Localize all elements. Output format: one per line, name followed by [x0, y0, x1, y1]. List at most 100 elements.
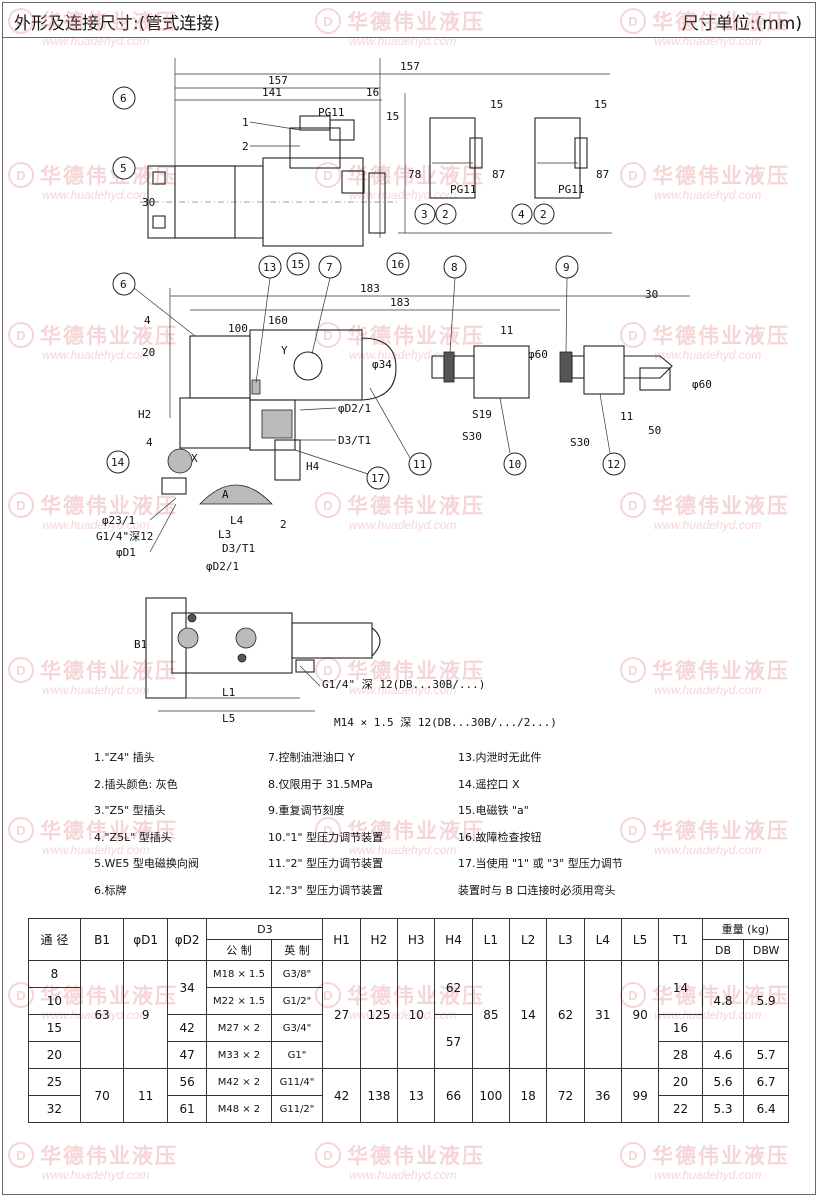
cell-d2: 61 — [166, 1095, 208, 1123]
cell-d3-metric: M33 × 2 — [206, 1041, 272, 1069]
cell-tongjing: 10 — [28, 987, 81, 1015]
port-y: Y — [281, 344, 288, 357]
cell-tongjing: 32 — [28, 1095, 81, 1123]
cell-h3: 13 — [397, 1068, 436, 1123]
cell-tongjing: 20 — [28, 1041, 81, 1069]
note-item: 9.重复调节刻度 — [268, 804, 345, 817]
cell-d3-metric: M42 × 2 — [206, 1068, 272, 1096]
bubble-16: 16 — [391, 258, 404, 271]
cell-l3: 62 — [546, 960, 585, 1069]
dim-l5: L5 — [222, 712, 235, 725]
cell-db: 4.6 — [701, 1041, 745, 1069]
cell-b1: 70 — [79, 1068, 125, 1123]
bubble-9: 9 — [563, 261, 570, 274]
notes-col-2: 7.控制油泄油口 Y 8.仅限用于 31.5MPa 9.重复调节刻度 10."1… — [268, 751, 458, 910]
dim-183-b: 183 — [390, 296, 410, 309]
dim-s19: S19 — [472, 408, 492, 421]
th-h3: H3 — [397, 918, 436, 961]
bubble-12: 12 — [607, 458, 620, 471]
th-dbw: DBW — [743, 939, 789, 961]
bubble-11: 11 — [413, 458, 426, 471]
th-d1: φD1 — [123, 918, 168, 961]
dim-15-a: 15 — [386, 110, 399, 123]
table-row: 25 70 11 56 M42 × 2 G11/4" 42 138 13 66 … — [28, 1068, 789, 1123]
middle-view: 183 183 30 4 100 160 11 20 φ34 φ60 φ60 1… — [96, 255, 712, 573]
dim-157-a: 157 — [400, 60, 420, 73]
th-l1: L1 — [471, 918, 510, 961]
cell-d3-metric: M22 × 1.5 — [206, 987, 272, 1015]
top-view: 157 157 141 16 15 15 15 78 87 87 30 PG11… — [112, 58, 612, 276]
cell-d3-metric: M18 × 1.5 — [206, 960, 272, 988]
dim-87-b: 87 — [596, 168, 609, 181]
bubble-6-top: 6 — [120, 92, 127, 105]
th-h2: H2 — [359, 918, 399, 961]
note-item: 12."3" 型压力调节装置 — [268, 883, 384, 897]
unit-label: 尺寸单位:(mm) — [681, 14, 802, 34]
port-x: X — [191, 452, 198, 465]
cell-h2: 138 — [359, 1068, 399, 1123]
dim-s30-a: S30 — [462, 430, 482, 443]
dim-183-a: 183 — [360, 282, 380, 295]
label-g14-depth: G1/4" 深 12(DB...30B/...) — [322, 678, 485, 691]
cell-db: 5.3 — [701, 1095, 745, 1123]
bubble-8: 8 — [451, 261, 458, 274]
th-l4: L4 — [583, 918, 622, 961]
cell-d2: 47 — [166, 1041, 208, 1069]
cell-d3-imperial: G3/4" — [270, 1014, 324, 1042]
th-d3-metric: 公 制 — [206, 939, 272, 961]
spec-table: 通 径 B1 φD1 φD2 D3 H1 H2 H3 H4 L1 L2 L3 L… — [28, 918, 790, 1123]
bubble-5: 5 — [120, 162, 127, 175]
note-item: 3."Z5" 型插头 — [94, 804, 166, 817]
note-item: 14.遥控口 X — [458, 777, 520, 791]
label-2: 2 — [242, 140, 249, 153]
cell-l3: 72 — [546, 1068, 585, 1123]
dim-16: 16 — [366, 86, 379, 99]
page-title: 外形及连接尺寸:(管式连接) — [14, 14, 220, 34]
cell-h3: 10 — [397, 960, 436, 1069]
dim-87-a: 87 — [492, 168, 505, 181]
dim-b1: B1 — [134, 638, 147, 651]
cell-d3-metric: M27 × 2 — [206, 1014, 272, 1042]
cell-tongjing: 25 — [28, 1068, 81, 1096]
note-item: 13.内泄时无此件 — [458, 751, 542, 764]
cell-dbw: 6.4 — [743, 1095, 789, 1123]
note-item: 10."1" 型压力调节装置 — [268, 830, 384, 844]
notes-col-1: 1."Z4" 插头 2.插头颜色: 灰色 3."Z5" 型插头 4."Z5L" … — [94, 751, 264, 910]
note-item: 16.故障检查按钮 — [458, 830, 542, 844]
label-pg11-b: PG11 — [450, 183, 477, 196]
dim-phi34: φ34 — [372, 358, 392, 371]
cell-h4: 62 — [434, 960, 473, 1015]
th-h4: H4 — [434, 918, 473, 961]
dim-h2: H2 — [138, 408, 151, 421]
dim-l1: L1 — [222, 686, 235, 699]
dim-11-b: 11 — [620, 410, 633, 423]
label-m14-depth: M14 × 1.5 深 12(DB...30B/.../2...) — [334, 716, 557, 729]
note-item: 6.标牌 — [94, 883, 127, 897]
cell-l4: 36 — [583, 1068, 622, 1123]
cell-d3-imperial: G1" — [270, 1041, 324, 1069]
dim-78: 78 — [408, 168, 421, 181]
table-row: 32 61 M48 × 2 G11/2" 22 5.3 6.4 — [28, 1095, 789, 1123]
cell-h2: 125 — [359, 960, 399, 1069]
dim-50: 50 — [648, 424, 661, 437]
note-item: 17.当使用 "1" 或 "3" 型压力调节 — [458, 857, 623, 870]
label-phid1: φD1 — [116, 546, 136, 559]
cell-d1: 11 — [123, 1068, 168, 1123]
bubble-13: 13 — [263, 261, 276, 274]
th-l2: L2 — [508, 918, 548, 961]
cell-b1: 63 — [79, 960, 125, 1069]
cell-dbw: 5.9 — [743, 960, 789, 1042]
cell-tongjing: 8 — [28, 960, 81, 988]
cell-d1: 9 — [123, 960, 168, 1069]
cell-db: 4.8 — [701, 960, 745, 1042]
th-l5: L5 — [620, 918, 660, 961]
cell-h1: 27 — [322, 960, 361, 1069]
bottom-view: B1 L1 L5 G1/4" 深 12(DB...30B/...) M14 × … — [134, 597, 557, 729]
th-h1: H1 — [322, 918, 361, 961]
cell-t1: 28 — [658, 1041, 703, 1069]
note-item: 4."Z5L" 型插头 — [94, 830, 172, 844]
dim-4-b: 4 — [146, 436, 153, 449]
dim-20: 20 — [142, 346, 155, 359]
cell-d2: 34 — [166, 960, 208, 1015]
header-bar: 外形及连接尺寸:(管式连接) 尺寸单位:(mm) — [2, 2, 816, 38]
